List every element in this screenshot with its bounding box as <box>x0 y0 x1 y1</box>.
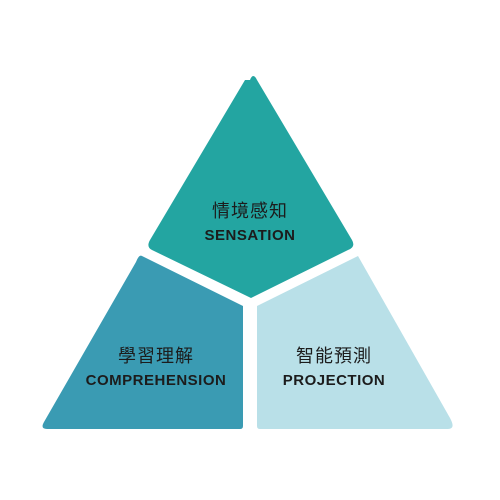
segment-top-title-en: SENSATION <box>204 227 296 244</box>
segment-left-title-zh: 學習理解 <box>118 346 194 366</box>
segment-top-title-zh: 情境感知 <box>212 201 288 221</box>
segment-right-title-zh: 智能預測 <box>295 346 372 366</box>
segment-top-label: 情境感知 SENSATION <box>205 200 296 246</box>
segment-left-title-en: COMPREHENSION <box>85 372 227 389</box>
segment-right-title-en: PROJECTION <box>282 372 386 389</box>
segment-left-label: 學習理解 COMPREHENSION <box>86 345 227 391</box>
segment-right-shape <box>257 256 453 429</box>
segment-left-shape <box>42 255 243 429</box>
segment-top-shape <box>148 76 354 298</box>
segment-right-label: 智能預測 PROJECTION <box>283 345 386 391</box>
